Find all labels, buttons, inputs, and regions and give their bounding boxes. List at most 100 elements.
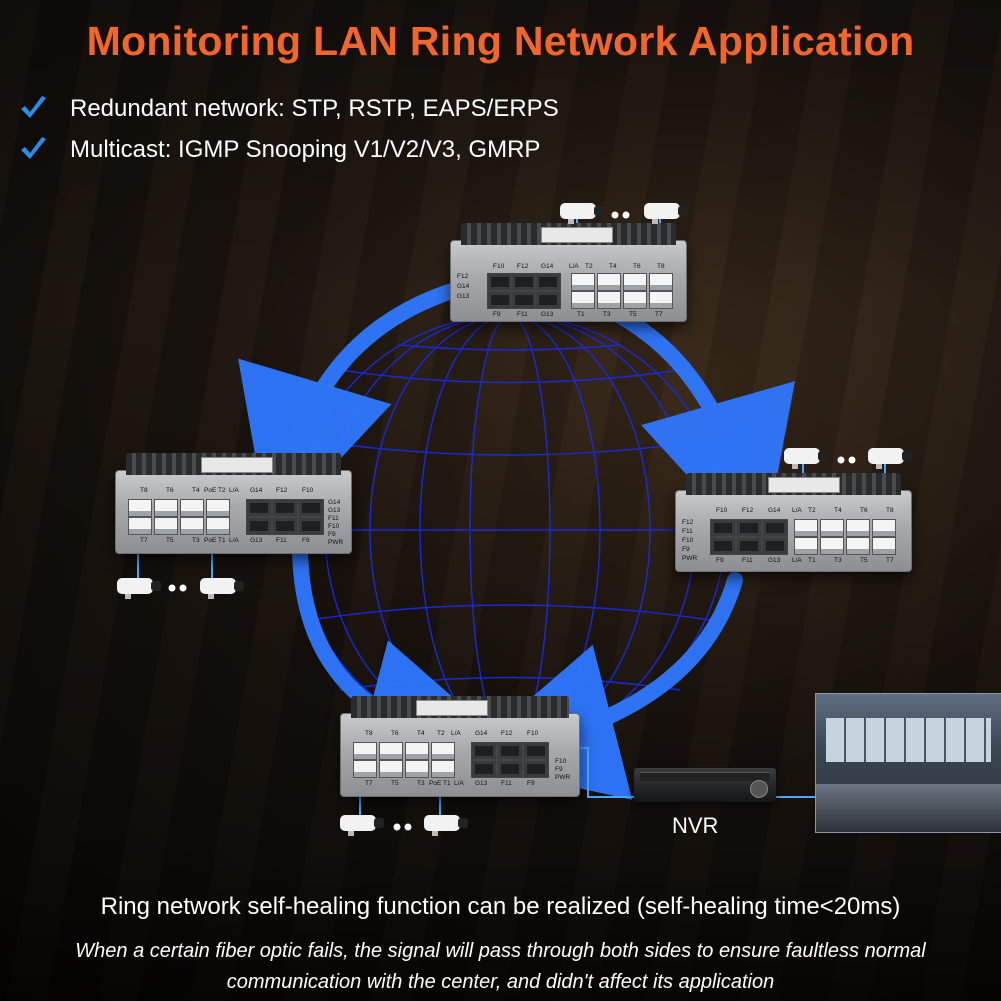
rj45-port bbox=[154, 499, 178, 517]
port-label: F9 bbox=[493, 311, 501, 318]
port-label: T8 bbox=[140, 487, 148, 494]
sfp-port bbox=[535, 291, 561, 309]
camera-icon bbox=[784, 448, 828, 469]
port-label: G13 bbox=[250, 537, 263, 544]
led-label: F11 bbox=[682, 528, 693, 535]
rj45-port bbox=[571, 273, 595, 291]
port-label: F11 bbox=[276, 537, 287, 544]
port-label: T1 bbox=[808, 557, 816, 564]
ring-arrow-top-right bbox=[572, 290, 795, 557]
sfp-port bbox=[272, 499, 298, 517]
rj45-port bbox=[872, 537, 896, 555]
port-label: G13 bbox=[541, 311, 554, 318]
monitoring-center-image bbox=[815, 693, 1001, 833]
ellipsis-icon bbox=[393, 823, 412, 831]
check-icon bbox=[21, 96, 46, 118]
rj45-port bbox=[794, 519, 818, 537]
check-icon bbox=[21, 137, 46, 159]
feature-multicast: Multicast: IGMP Snooping V1/V2/V3, GMRP bbox=[18, 133, 540, 167]
port-label: T6 bbox=[166, 487, 174, 494]
sfp-port bbox=[736, 537, 762, 555]
camera-icon bbox=[868, 448, 912, 469]
port-label: L/A bbox=[229, 487, 239, 494]
sfp-port bbox=[487, 291, 513, 309]
port-label: T2 bbox=[218, 487, 226, 494]
led-label: F12 bbox=[682, 519, 694, 526]
port-label: T8 bbox=[657, 263, 665, 270]
feature-text: Multicast: IGMP Snooping V1/V2/V3, GMRP bbox=[70, 136, 541, 163]
sfp-port bbox=[736, 519, 762, 537]
port-label: T6 bbox=[633, 263, 641, 270]
camera-icon bbox=[644, 203, 688, 224]
port-label: G13 bbox=[475, 780, 488, 787]
port-label: F9 bbox=[302, 537, 310, 544]
led-label: F10 bbox=[682, 537, 694, 544]
rj45-port bbox=[431, 760, 455, 778]
led-label: G13 bbox=[328, 507, 341, 514]
port-label: G13 bbox=[768, 557, 781, 564]
port-label: F10 bbox=[716, 507, 728, 514]
port-label: F11 bbox=[501, 780, 512, 787]
page-title: Monitoring LAN Ring Network Application bbox=[86, 18, 915, 64]
sfp-port bbox=[497, 760, 523, 778]
switch-top: F10 F12 G14 F9 F11 G13 F12 G14 G13 L/A T… bbox=[450, 223, 687, 322]
rj45-port bbox=[353, 760, 377, 778]
port-label: T1 bbox=[218, 537, 226, 544]
rj45-port bbox=[128, 499, 152, 517]
camera-icon bbox=[117, 578, 161, 599]
led-label: G14 bbox=[328, 499, 341, 506]
ellipsis-icon bbox=[611, 211, 630, 219]
port-label: L/A bbox=[451, 730, 461, 737]
port-label: F12 bbox=[276, 487, 288, 494]
rj45-port bbox=[206, 499, 230, 517]
rj45-port bbox=[623, 273, 647, 291]
led-label: F11 bbox=[328, 515, 339, 522]
port-label: F12 bbox=[517, 263, 529, 270]
port-label: T4 bbox=[609, 263, 617, 270]
port-label: F10 bbox=[302, 487, 314, 494]
port-label: T7 bbox=[140, 537, 148, 544]
led-label: PWR bbox=[328, 539, 344, 546]
ellipsis-icon bbox=[837, 456, 856, 464]
ring-arrows bbox=[238, 282, 795, 800]
port-label: T7 bbox=[365, 780, 373, 787]
port-label: T7 bbox=[655, 311, 663, 318]
rj45-port bbox=[872, 519, 896, 537]
port-label: T6 bbox=[860, 507, 868, 514]
led-label: PWR bbox=[555, 774, 571, 781]
rj45-port bbox=[128, 517, 152, 535]
led-label: G14 bbox=[457, 283, 470, 290]
sfp-port bbox=[762, 537, 788, 555]
sfp-port bbox=[487, 273, 513, 291]
sfp-port bbox=[710, 519, 736, 537]
rj45-port bbox=[597, 273, 621, 291]
port-label: T5 bbox=[860, 557, 868, 564]
port-label: L/A bbox=[792, 557, 802, 564]
rj45-port bbox=[820, 519, 844, 537]
led-label: F9 bbox=[328, 531, 336, 538]
port-label: T5 bbox=[391, 780, 399, 787]
led-label: F10 bbox=[328, 523, 340, 530]
port-label: F11 bbox=[517, 311, 528, 318]
led-label: PWR bbox=[682, 555, 698, 562]
led-label: F9 bbox=[682, 546, 690, 553]
port-label: PoE bbox=[204, 537, 217, 544]
port-label: T3 bbox=[603, 311, 611, 318]
sfp-port bbox=[511, 291, 537, 309]
port-label: T3 bbox=[192, 537, 200, 544]
rj45-port bbox=[405, 742, 429, 760]
port-label: F9 bbox=[527, 780, 535, 787]
port-label: F12 bbox=[501, 730, 513, 737]
port-label: T1 bbox=[577, 311, 585, 318]
port-label: L/A bbox=[229, 537, 239, 544]
sfp-port bbox=[762, 519, 788, 537]
sfp-port bbox=[523, 742, 549, 760]
nvr-knob-icon bbox=[750, 780, 768, 798]
sfp-port bbox=[298, 499, 324, 517]
port-label: L/A bbox=[792, 507, 802, 514]
rj45-port bbox=[597, 291, 621, 309]
rj45-port bbox=[846, 519, 870, 537]
led-label: F10 bbox=[555, 758, 567, 765]
rj45-port bbox=[379, 760, 403, 778]
ellipsis-icon bbox=[168, 584, 187, 592]
